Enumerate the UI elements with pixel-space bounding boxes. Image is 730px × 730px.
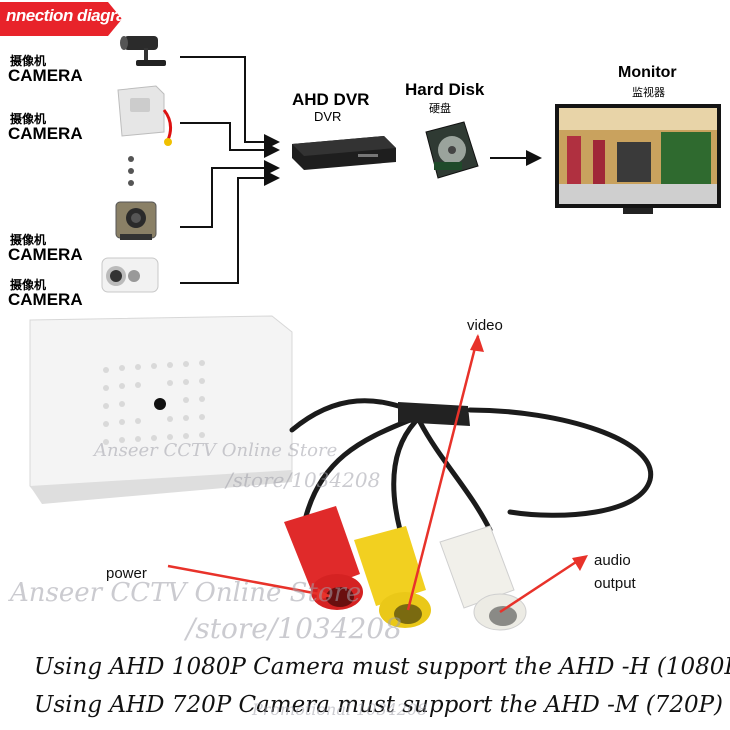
camera-label: CAMERA [8,245,83,264]
video-label: video [467,317,503,334]
camera-cn-label: 摄像机 [10,233,47,247]
monitor-title: Monitor [618,64,677,81]
dvr-title: AHD DVR [292,90,370,109]
footer-watermark: Promotional 1034208 [252,700,428,719]
connection-lines [180,56,542,284]
camera-cn-label: 摄像机 [10,112,47,126]
hard-disk-subtitle: 硬盘 [429,103,451,115]
bullet-camera-icon [101,257,159,293]
dvr-subtitle: DVR [314,109,342,124]
ellipsis-dot [128,156,134,162]
camera-label: CAMERA [8,290,83,309]
note-720p: Using AHD 720P Camera must support the A… [34,692,724,718]
diagram-title: nnection diagram [6,6,140,25]
note-1080p: Using AHD 1080P Camera must support the … [34,654,730,680]
camera-cn-label: 摄像机 [10,54,47,68]
monitor-subtitle: 监视器 [632,87,665,99]
monitor-icon [555,104,721,214]
ellipsis-dot [128,180,134,186]
camera-cn-label: 摄像机 [10,278,47,292]
pir-camera-icon [117,85,173,146]
dvr-icon [292,136,396,170]
mini-bullet-camera-icon [120,36,166,66]
camera-cable-photo [29,315,654,631]
camera-label: CAMERA [8,66,83,85]
store-url-watermark: /store/1034208 [226,468,381,492]
hard-disk-icon [425,121,479,179]
store-watermark-large: Anseer CCTV Online Store [10,578,362,608]
hard-disk-title: Hard Disk [405,80,485,99]
store-url-watermark-large: /store/1034208 [186,612,403,645]
camera-label: CAMERA [8,124,83,143]
board-camera-icon [115,201,157,240]
camera-lens [154,398,166,410]
audio-label: audio [594,552,631,569]
store-watermark: Anseer CCTV Online Store [94,440,338,461]
audio-output-label: output [594,575,636,592]
ellipsis-dot [128,168,134,174]
diagram-banner [0,2,122,36]
camera-vent-holes [103,360,205,445]
power-label: power [106,565,147,582]
